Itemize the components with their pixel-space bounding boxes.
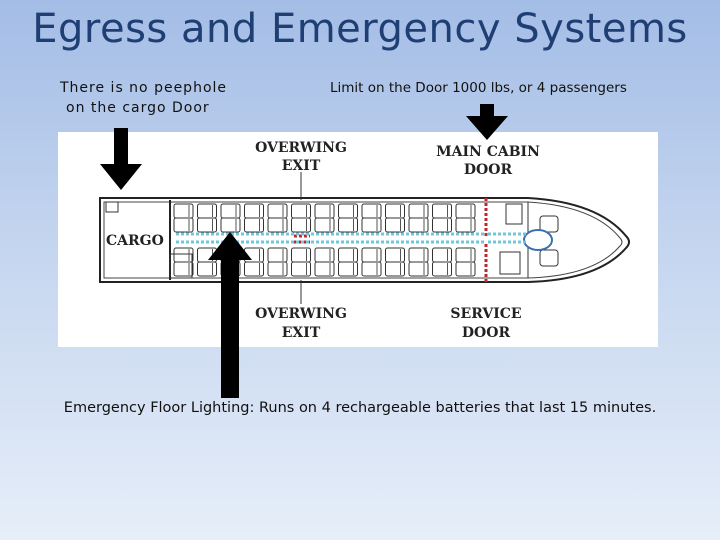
seat [173,247,194,263]
seat [455,261,476,277]
seat [244,261,264,277]
seat [291,217,311,233]
door-limit-note: Limit on the Door 1000 lbs, or 4 passeng… [330,80,627,96]
overwing-exit-top-label-1: OVERWING [255,140,347,156]
seat [173,203,194,219]
cargo-door-frame [105,201,119,213]
seat [197,217,217,233]
slide-title: Egress and Emergency Systems [32,6,688,52]
seat [338,217,358,233]
cabin-svg: OVERWING EXIT MAIN CABIN DOOR CARGO OVER… [99,140,630,341]
seat [291,203,311,219]
seat [314,261,335,277]
seat [455,247,476,263]
seat [291,261,311,277]
seat [244,217,264,233]
seat [314,217,335,233]
cargo-door-note: There is no peephole on the cargo Door [60,78,260,118]
seat [408,203,429,219]
seat [385,261,405,277]
seat [197,261,217,277]
seat [408,247,429,263]
cargo-door-arrow [100,128,142,190]
seat [361,261,382,277]
service-door-label-2: DOOR [462,325,511,341]
seat [408,261,429,277]
cargo-corner-box [169,253,193,279]
seat [385,247,405,263]
seat [244,203,264,219]
seat [314,203,335,219]
seat [338,247,358,263]
fuselage-outline [99,197,630,283]
cargo-note-line-2: on the cargo Door [66,100,210,116]
floor-lighting-arrow [208,232,252,398]
seat [455,203,476,219]
seat [338,261,358,277]
cockpit-seat-top [539,215,559,233]
seat [220,203,241,219]
main-cabin-door-label-1: MAIN CABIN [436,144,540,160]
overwing-exit-top-label-2: EXIT [282,158,321,174]
seat [267,217,288,233]
cargo-note-line-1: There is no peephole [60,80,228,96]
service-door-label-1: SERVICE [450,306,521,322]
seat [267,261,288,277]
seat [361,247,382,263]
cabin-diagram: OVERWING EXIT MAIN CABIN DOOR CARGO OVER… [58,132,658,347]
seat [432,217,452,233]
cargo-label: CARGO [106,233,164,249]
seat [173,217,194,233]
seat [455,217,476,233]
seat [385,217,405,233]
seat [361,217,382,233]
fuselage-inner [103,201,623,279]
main-door-arrow [466,104,508,140]
seat [267,203,288,219]
overwing-exit-bottom-label-1: OVERWING [255,306,347,322]
seat [361,203,382,219]
seat [432,203,452,219]
galley-block-bottom [499,251,521,275]
seat [291,247,311,263]
seat-rows-top [173,203,476,233]
seat [314,247,335,263]
floor-lighting-note: Emergency Floor Lighting: Runs on 4 rech… [63,400,657,416]
overwing-exit-bottom-label-2: EXIT [282,325,321,341]
galley-block-top [505,203,523,225]
seat [432,247,452,263]
seat [338,203,358,219]
seat [267,247,288,263]
seat [197,203,217,219]
seat [408,217,429,233]
cockpit-seat-bottom [539,249,559,267]
main-cabin-door-label-2: DOOR [464,162,513,178]
seat [173,261,194,277]
seat [220,217,241,233]
seat [385,203,405,219]
cockpit-marker [523,229,553,251]
seat [432,261,452,277]
